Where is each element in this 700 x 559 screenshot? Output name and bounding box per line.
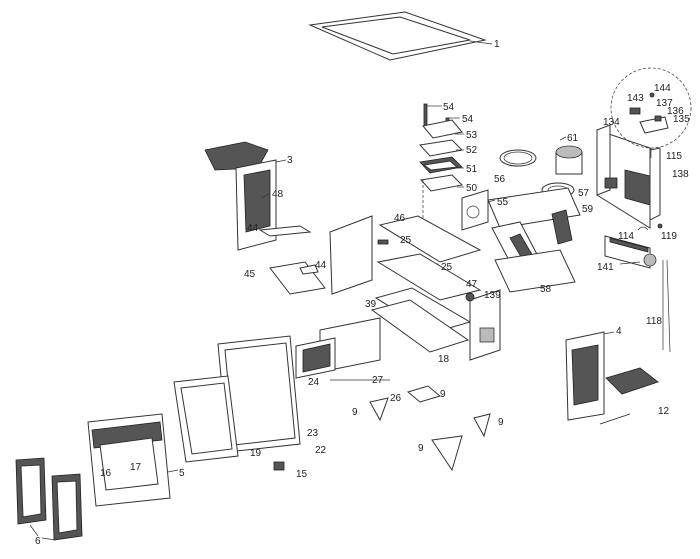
leader-lines bbox=[427, 105, 641, 265]
label-44: 44 bbox=[315, 260, 327, 271]
part-number-labels: 1 3 48 44 45 44 54 54 53 52 51 50 46 25 … bbox=[35, 39, 690, 547]
label-19: 19 bbox=[250, 448, 262, 459]
label-12: 12 bbox=[658, 406, 670, 417]
label-23: 23 bbox=[307, 428, 319, 439]
part-39-firebox bbox=[370, 253, 501, 361]
label-114: 114 bbox=[618, 231, 634, 242]
label-1: 1 bbox=[494, 39, 500, 50]
label-4: 4 bbox=[616, 326, 622, 337]
part-44-45-brackets bbox=[258, 225, 326, 295]
part-15-clip bbox=[273, 461, 285, 471]
label-54: 54 bbox=[443, 102, 455, 113]
part-side-baffle bbox=[329, 215, 373, 295]
part-6-side-panels bbox=[15, 457, 83, 541]
label-26: 26 bbox=[390, 393, 402, 404]
label-59: 59 bbox=[582, 204, 594, 215]
label-24: 24 bbox=[308, 377, 320, 388]
label-15: 15 bbox=[296, 469, 308, 480]
label-56: 56 bbox=[494, 174, 506, 185]
label-61: 61 bbox=[567, 133, 579, 144]
label-143: 143 bbox=[627, 93, 644, 104]
part-9-brackets bbox=[369, 385, 491, 472]
label-44: 44 bbox=[247, 223, 259, 234]
label-115: 115 bbox=[666, 151, 682, 162]
part-134-rear-panel bbox=[596, 124, 661, 229]
label-22: 22 bbox=[315, 445, 327, 456]
label-136: 136 bbox=[667, 106, 684, 117]
label-119: 119 bbox=[661, 231, 677, 242]
label-27: 27 bbox=[372, 375, 384, 386]
part-3-left-side-panel bbox=[204, 141, 287, 251]
label-5: 5 bbox=[179, 468, 185, 479]
part-22-23-door bbox=[217, 335, 301, 453]
label-9: 9 bbox=[440, 389, 446, 400]
label-45: 45 bbox=[244, 269, 256, 280]
label-25: 25 bbox=[441, 262, 453, 273]
label-54: 54 bbox=[462, 114, 474, 125]
label-3: 3 bbox=[287, 155, 293, 166]
label-17: 17 bbox=[130, 462, 142, 473]
part-56-57-61-collars bbox=[499, 145, 583, 198]
label-139: 139 bbox=[484, 290, 501, 301]
label-141: 141 bbox=[597, 262, 614, 273]
label-18: 18 bbox=[438, 354, 450, 365]
label-134: 134 bbox=[603, 117, 620, 128]
label-144: 144 bbox=[654, 83, 671, 94]
part-5-front-facade bbox=[87, 413, 179, 507]
part-46-baffle-top bbox=[377, 189, 489, 269]
label-53: 53 bbox=[466, 130, 478, 141]
label-118: 118 bbox=[646, 316, 662, 327]
part-12-rod bbox=[599, 413, 631, 425]
part-detail-circle bbox=[610, 67, 692, 158]
label-51: 51 bbox=[466, 164, 478, 175]
part-58-59-heat-exchanger bbox=[487, 187, 581, 293]
part-1-top-plate bbox=[308, 11, 493, 61]
label-16: 16 bbox=[100, 468, 112, 479]
part-24-27-glass-frame bbox=[295, 317, 390, 381]
label-9: 9 bbox=[352, 407, 358, 418]
label-6: 6 bbox=[35, 536, 41, 547]
label-46: 46 bbox=[394, 213, 406, 224]
part-19-door-frame bbox=[173, 375, 239, 463]
label-39: 39 bbox=[365, 299, 377, 310]
label-25: 25 bbox=[400, 235, 412, 246]
label-50: 50 bbox=[466, 183, 478, 194]
label-137: 137 bbox=[656, 98, 673, 109]
label-9: 9 bbox=[498, 417, 504, 428]
label-138: 138 bbox=[672, 169, 689, 180]
part-141-blower bbox=[604, 223, 663, 269]
label-58: 58 bbox=[540, 284, 552, 295]
label-9: 9 bbox=[418, 443, 424, 454]
label-47: 47 bbox=[466, 279, 478, 290]
part-50-54-gasket-stack bbox=[419, 103, 464, 232]
label-48: 48 bbox=[272, 189, 284, 200]
part-4-right-side-panel bbox=[565, 331, 659, 421]
label-55: 55 bbox=[497, 197, 509, 208]
label-57: 57 bbox=[578, 188, 590, 199]
label-52: 52 bbox=[466, 145, 478, 156]
part-118-wire bbox=[662, 259, 671, 353]
label-135: 135 bbox=[673, 114, 690, 125]
